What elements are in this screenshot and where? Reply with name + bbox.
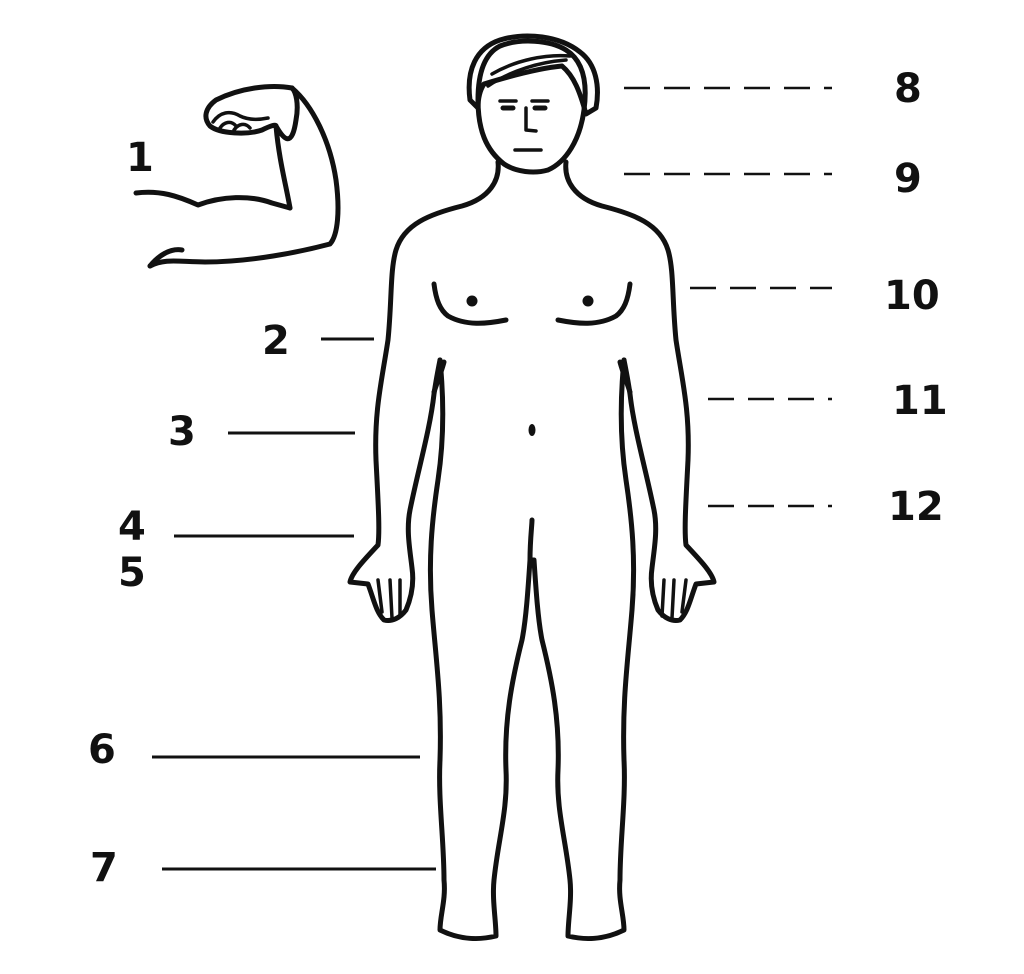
label-12: 12: [888, 484, 944, 530]
label-6: 6: [88, 727, 116, 773]
hair: [466, 33, 600, 117]
label-5: 5: [118, 550, 146, 596]
human-figure-outline: [347, 33, 717, 941]
label-4: 4: [118, 504, 146, 550]
head-outline: [475, 38, 588, 175]
label-2: 2: [262, 318, 290, 364]
label-8: 8: [894, 66, 922, 112]
label-9: 9: [894, 156, 922, 202]
flexed-arm-icon: [133, 84, 341, 269]
label-3: 3: [168, 409, 196, 455]
leader-lines: [152, 86, 832, 871]
label-7: 7: [90, 845, 118, 891]
part-labels: 1 2 3 4 5 6 7 8 9 10 11 12: [88, 66, 948, 891]
label-10: 10: [884, 273, 940, 319]
label-11: 11: [892, 378, 948, 424]
label-1: 1: [126, 135, 154, 181]
